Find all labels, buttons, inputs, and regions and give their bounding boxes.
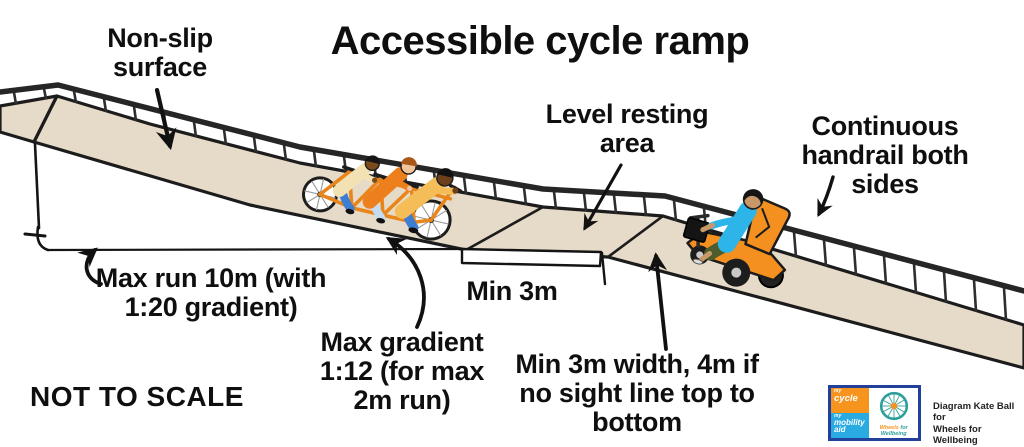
logo-cycle-block: my cycle <box>831 388 870 413</box>
level-resting-pointer-line <box>583 163 623 231</box>
ramp-surface <box>32 94 1024 370</box>
resting-area-upper-fold-line <box>465 205 544 252</box>
wheels-for-wellbeing-wheel-icon <box>879 391 908 421</box>
logo-my-2: my <box>834 413 842 419</box>
logo-my-1: my <box>834 388 842 394</box>
tandem-cycle-illustration <box>302 155 463 241</box>
logo-cycle-word: cycle <box>834 393 858 404</box>
not-to-scale-label: NOT TO SCALE <box>30 381 244 412</box>
min-width-label: Min 3m width, 4m if no sight line top to… <box>515 349 759 438</box>
logo-wheel-caption: Wheels for Wellbeing <box>869 425 918 437</box>
tandem-rider-front <box>394 168 459 234</box>
logo-wheels-word: Wheels <box>879 425 899 431</box>
handrail-arrow <box>817 175 835 218</box>
min-width-arrow <box>648 252 668 351</box>
continuous-handrail-label: Continuous handrail both sides <box>801 111 969 200</box>
max-run-label: Max run 10m (with 1:20 gradient) <box>95 263 327 323</box>
logo-mobility-block: my mobility aid <box>831 413 870 438</box>
logo-for-word: for <box>900 425 908 431</box>
min-3m-dimension-bracket <box>460 247 607 286</box>
logo-aid-word: aid <box>834 425 846 435</box>
cycle-mobility-aid-logo: my cycle my mobility aid <box>828 385 921 441</box>
diagram-title: Accessible cycle ramp <box>330 19 750 63</box>
logo-wordmark: my cycle my mobility aid <box>831 388 870 438</box>
max-run-arrow <box>77 247 103 286</box>
scooter-basket <box>682 217 711 243</box>
logo-mobility-word: mobility <box>834 417 865 427</box>
min-3m-label: Min 3m <box>466 276 558 306</box>
non-slip-surface-label: Non-slip surface <box>107 23 213 83</box>
diagram-credit: Diagram Kate Ball for Wheels for Wellbei… <box>933 401 1015 447</box>
handrail-top-rail <box>0 82 1024 294</box>
tandem-rider-rear <box>332 155 381 215</box>
mobility-scooter-illustration <box>682 189 791 289</box>
max-gradient-label: Max gradient 1:12 (for max 2m run) <box>319 327 485 416</box>
logo-wellbeing-word: Wellbeing <box>880 430 907 437</box>
scooter-rider <box>692 189 764 265</box>
resting-area-lower-fold-line <box>607 214 664 259</box>
max-gradient-arrow <box>385 237 426 329</box>
level-resting-area-label: Level resting area <box>545 99 709 159</box>
tandem-rider-middle <box>362 157 417 224</box>
logo-wheel-panel: Wheels for Wellbeing <box>869 388 918 438</box>
non-slip-arrow <box>154 87 177 151</box>
